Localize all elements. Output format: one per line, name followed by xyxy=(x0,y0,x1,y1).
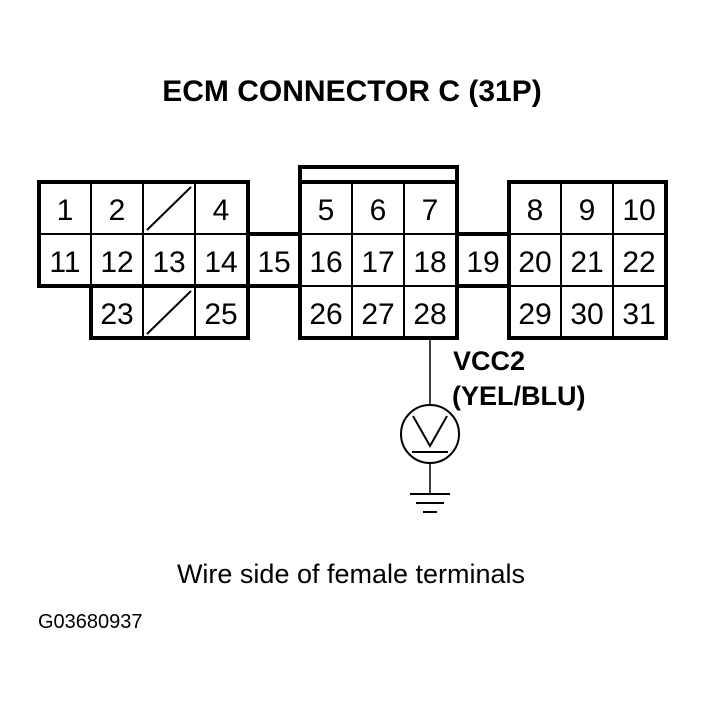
pin-label-15: 15 xyxy=(257,246,290,279)
pin-label-9: 9 xyxy=(579,194,596,227)
pin-label-10: 10 xyxy=(622,194,655,227)
figure-code: G03680937 xyxy=(38,611,143,633)
pin-label-23: 23 xyxy=(100,298,133,331)
empty-cavity-mark xyxy=(146,290,192,335)
pin-label-2: 2 xyxy=(109,194,126,227)
pin-label-31: 31 xyxy=(622,298,655,331)
cell-grid xyxy=(39,182,666,338)
pin-label-13: 13 xyxy=(152,246,185,279)
pin-label-19: 19 xyxy=(466,246,499,279)
pin-label-8: 8 xyxy=(527,194,544,227)
pin-label-4: 4 xyxy=(213,194,230,227)
pin-label-20: 20 xyxy=(518,246,551,279)
pin-label-1: 1 xyxy=(57,194,74,227)
pin-label-27: 27 xyxy=(361,298,394,331)
pin-label-12: 12 xyxy=(100,246,133,279)
pin-label-21: 21 xyxy=(570,246,603,279)
pin-label-26: 26 xyxy=(309,298,342,331)
voltmeter-icon xyxy=(400,404,460,464)
pin-label-29: 29 xyxy=(518,298,551,331)
pin-label-30: 30 xyxy=(570,298,603,331)
pin-label-7: 7 xyxy=(422,194,439,227)
wire-color: (YEL/BLU) xyxy=(452,381,585,411)
pin-label-6: 6 xyxy=(370,194,387,227)
empty-cavity-mark xyxy=(146,186,192,231)
caption: Wire side of female terminals xyxy=(177,559,525,589)
pin-label-14: 14 xyxy=(204,246,237,279)
signal-name: VCC2 xyxy=(453,346,525,376)
pin-label-17: 17 xyxy=(361,246,394,279)
pin-label-18: 18 xyxy=(413,246,446,279)
pin-label-28: 28 xyxy=(413,298,446,331)
pin-label-22: 22 xyxy=(622,246,655,279)
pin-label-5: 5 xyxy=(318,194,335,227)
pin-label-25: 25 xyxy=(204,298,237,331)
pin-label-16: 16 xyxy=(309,246,342,279)
ground-icon xyxy=(410,493,450,513)
pin-label-11: 11 xyxy=(49,246,80,279)
diagram-title: ECM CONNECTOR C (31P) xyxy=(162,75,541,108)
